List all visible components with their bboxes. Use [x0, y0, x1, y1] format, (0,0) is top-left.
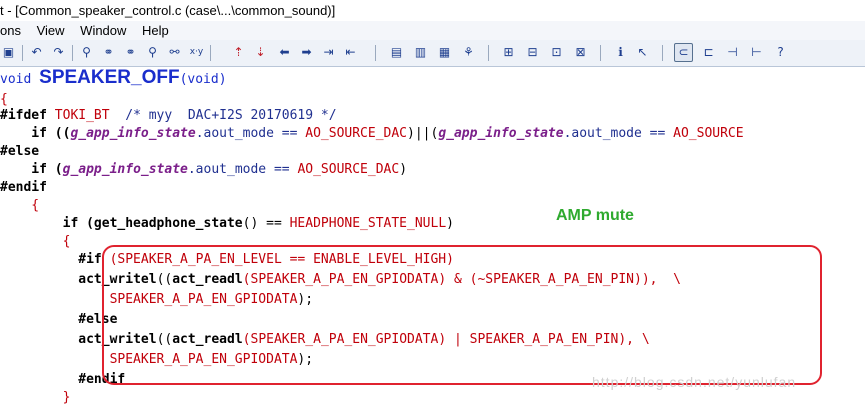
highlight-box — [102, 245, 822, 385]
find-prev-icon[interactable]: ⚭ — [103, 45, 114, 59]
find-files-icon[interactable]: ⚲ — [148, 45, 157, 59]
toolbar-separator — [600, 45, 601, 61]
window-title-bar: t - [Common_speaker_control.c (case\...\… — [0, 0, 865, 22]
back-icon[interactable]: ⬅ — [279, 45, 290, 59]
code-line: if (g_app_info_state.aout_mode == AO_SOU… — [0, 162, 408, 177]
find-replace-icon[interactable]: ⚯ — [169, 45, 180, 59]
code-line: act_writel((act_readl(SPEAKER_A_PA_EN_GP… — [78, 272, 681, 287]
toolbar-separator — [22, 45, 23, 61]
code-line: { — [0, 92, 8, 107]
replace-icon[interactable]: x·y — [189, 47, 204, 57]
find-icon[interactable]: ⚲ — [82, 45, 91, 59]
find-next-icon[interactable]: ⚭ — [125, 45, 136, 59]
outline-icon[interactable]: ⊢ — [751, 45, 762, 59]
code-line: act_writel((act_readl(SPEAKER_A_PA_EN_GP… — [78, 332, 650, 347]
code-line: if ((g_app_info_state.aout_mode == AO_SO… — [0, 126, 744, 141]
layout-3-icon[interactable]: ⊡ — [551, 45, 562, 59]
menu-bar: ons View Window Help — [0, 21, 865, 40]
help-pointer-icon[interactable]: ↖ — [637, 45, 648, 59]
symbol-icon[interactable]: ▤ — [390, 45, 403, 59]
code-line: SPEAKER_A_PA_EN_GPIODATA); — [109, 352, 314, 367]
code-line: #else — [0, 312, 118, 327]
code-line: #else — [0, 144, 40, 159]
code-editor[interactable]: void SPEAKER_OFF(void) { #ifdef TOKI_BT … — [0, 67, 865, 410]
amp-mute-annotation: AMP mute — [556, 207, 634, 224]
info-icon[interactable]: ℹ — [618, 45, 623, 59]
code-line: { — [0, 198, 40, 213]
code-line: #if (SPEAKER_A_PA_EN_LEVEL == ENABLE_LEV… — [0, 252, 454, 267]
menu-options[interactable]: ons — [0, 23, 21, 38]
layout-1-icon[interactable]: ⊞ — [503, 45, 514, 59]
code-line: SPEAKER_A_PA_EN_GPIODATA); — [109, 292, 314, 307]
toolbar: ▣ ↶ ↷ ⚲ ⚭ ⚭ ⚲ ⚯ x·y ⇡ ⇣ ⬅ ➡ ⇥ ⇤ ▤ ▥ ▦ ⚘ … — [0, 40, 865, 67]
toolbar-separator — [72, 45, 73, 61]
bookmark-next-icon[interactable]: ⇣ — [255, 45, 266, 59]
redo-icon[interactable]: ↷ — [53, 45, 64, 59]
menu-help[interactable]: Help — [142, 23, 169, 38]
watermark: http://blog.csdn.net/yunlufan — [592, 374, 797, 390]
code-line: #ifdef TOKI_BT /* myy DAC+I2S 20170619 *… — [0, 108, 337, 123]
toolbar-separator — [488, 45, 489, 61]
code-line: #endif — [0, 180, 47, 195]
book-icon[interactable]: ▦ — [438, 45, 451, 59]
code-line: void SPEAKER_OFF(void) — [0, 67, 227, 88]
function-name: SPEAKER_OFF — [39, 67, 180, 88]
toolbar-separator — [375, 45, 376, 61]
layout-4-icon[interactable]: ⊠ — [575, 45, 586, 59]
relation-icon[interactable]: ⚘ — [463, 45, 474, 59]
layout-2-icon[interactable]: ⊟ — [527, 45, 538, 59]
symbol-window-icon[interactable]: ▥ — [414, 45, 427, 59]
code-line: } — [0, 390, 71, 405]
menu-window[interactable]: Window — [80, 23, 127, 38]
window-title: t - [Common_speaker_control.c (case\...\… — [0, 3, 336, 18]
context-help-icon[interactable]: ? — [777, 45, 784, 59]
jump-ref-icon[interactable]: ⇤ — [345, 45, 356, 59]
jump-def-icon[interactable]: ⇥ — [323, 45, 334, 59]
toolbar-separator — [210, 45, 211, 61]
link-icon[interactable]: ⊂ — [674, 43, 693, 62]
code-line: if (get_headphone_state() == HEADPHONE_S… — [0, 216, 454, 231]
undo-icon[interactable]: ↶ — [31, 45, 42, 59]
toolbar-separator — [662, 45, 663, 61]
split-icon[interactable]: ⊣ — [727, 45, 738, 59]
code-line: { — [0, 234, 71, 249]
forward-icon[interactable]: ➡ — [301, 45, 312, 59]
bookmark-prev-icon[interactable]: ⇡ — [233, 45, 244, 59]
menu-view[interactable]: View — [36, 23, 65, 38]
tree-icon[interactable]: ⊏ — [703, 45, 714, 59]
page-icon[interactable]: ▣ — [2, 45, 15, 59]
